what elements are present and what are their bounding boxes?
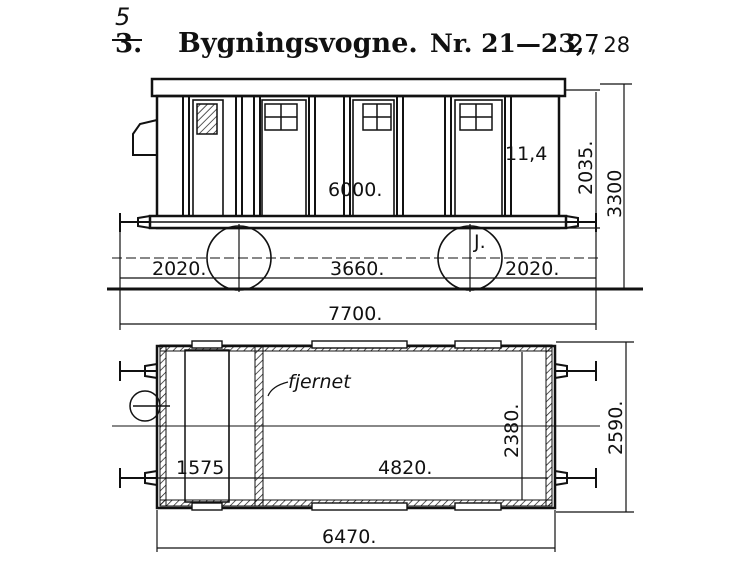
buffer-right: [565, 213, 597, 232]
buffer-left: [119, 213, 151, 232]
plan-buffers-right: [554, 361, 597, 488]
inner-height-label: 2035.: [575, 141, 597, 195]
overhang-right-label: 2020.: [505, 258, 559, 280]
wall-openings: [191, 340, 502, 511]
inner-width-label: 2380.: [501, 404, 523, 458]
extra-number-27: 27: [568, 29, 600, 58]
windows: [196, 103, 493, 135]
outer-width-label: 2590.: [605, 401, 627, 455]
handwritten-number: 5: [115, 3, 130, 31]
main-room-label: 4820.: [378, 457, 432, 479]
roof: [150, 77, 567, 98]
struck-number: 3.: [115, 29, 142, 59]
weight-label: 11,4: [505, 143, 547, 165]
end-box-left: [132, 119, 158, 156]
note-label: fjernet: [288, 371, 352, 393]
doors: [192, 99, 503, 226]
total-length-label: 7700.: [328, 303, 382, 325]
frame-length-label: 6470.: [322, 526, 376, 548]
compartment-label: 1575: [176, 457, 224, 479]
page-title: Bygningsvogne.: [178, 28, 418, 59]
wall-posts: [182, 96, 512, 228]
plan-frame: [155, 344, 557, 510]
overhang-left-label: 2020.: [152, 258, 206, 280]
wheel-mark-label: J.: [473, 231, 486, 253]
total-height-label: 3300: [604, 170, 626, 218]
number-label: Nr. 21—23,: [430, 29, 584, 58]
body-length-label: 6000.: [328, 179, 382, 201]
plan-view: fjernet 1575 4820. 2380. 2590. 6470.: [112, 340, 634, 552]
side-view: 11,4 6000. J. 2035. 3300 2020. 3660. 202…: [107, 77, 643, 330]
wheelbase-label: 3660.: [330, 258, 384, 280]
header: 5 3. Bygningsvogne. Nr. 21—23, 27 , 28: [112, 3, 630, 59]
plan-buffers-left: [119, 361, 158, 488]
extra-number-28: , 28: [590, 33, 630, 57]
